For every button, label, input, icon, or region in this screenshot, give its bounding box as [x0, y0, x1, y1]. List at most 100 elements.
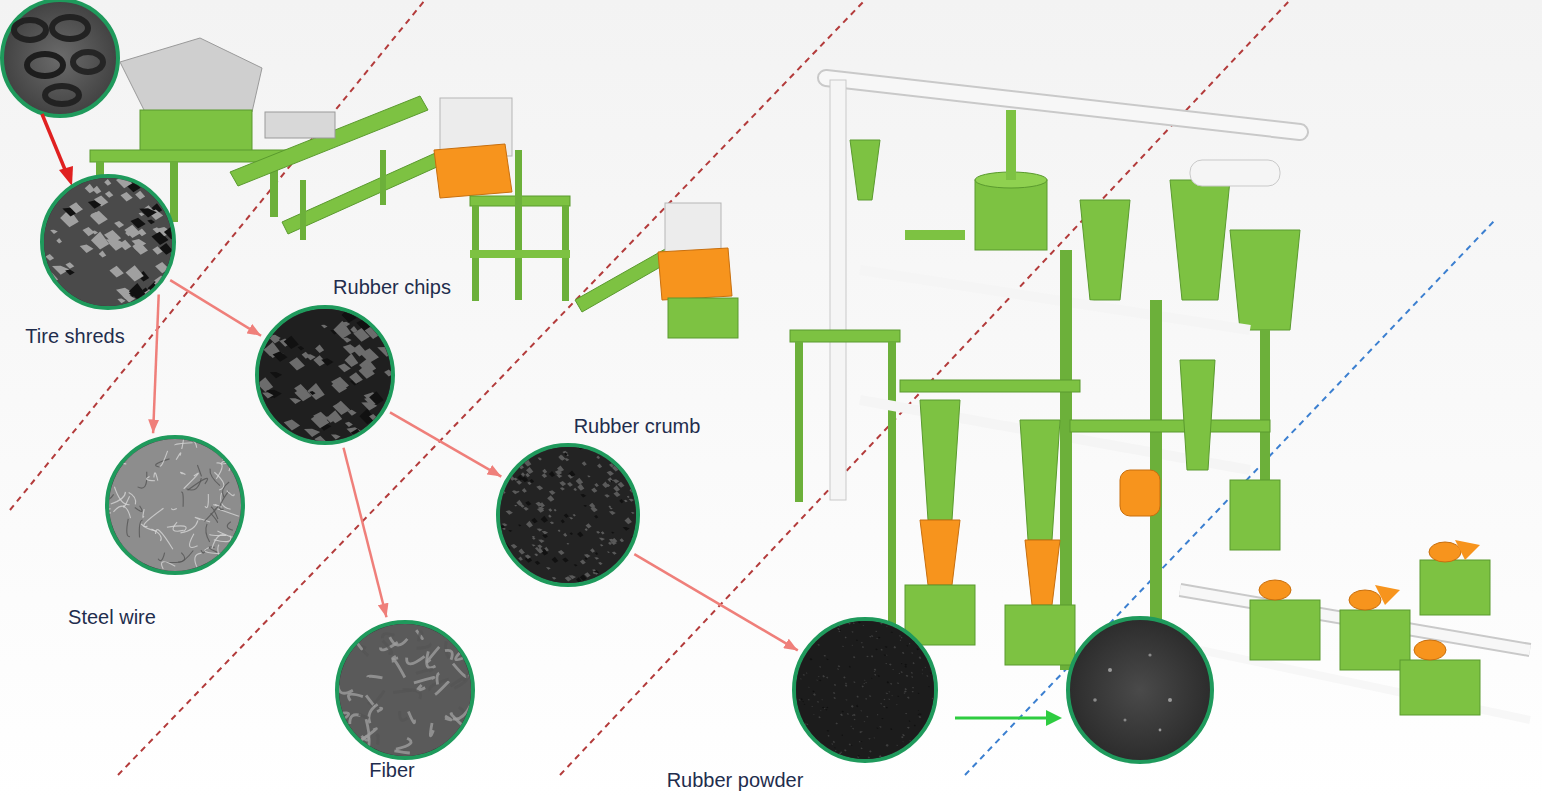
illustration-part: [812, 625, 814, 627]
illustration-part: [922, 634, 924, 636]
illustration-part: [548, 515, 552, 518]
illustration-part: [1120, 470, 1160, 516]
illustration-part: [896, 745, 898, 746]
illustration-part: [508, 530, 512, 532]
illustration-part: [797, 715, 799, 716]
illustration-part: [831, 743, 833, 745]
illustration-part: [907, 727, 910, 729]
illustration-part: [610, 480, 613, 482]
illustration-part: [381, 318, 389, 322]
illustration-part: [859, 741, 861, 743]
illustration-part: [875, 631, 877, 632]
illustration-part: [580, 560, 586, 565]
illustration-part: [816, 679, 818, 681]
illustration-part: [821, 699, 823, 700]
illustration-part: [859, 731, 861, 733]
illustration-part: [82, 227, 94, 236]
illustration-part: [629, 499, 634, 502]
illustration-part: [840, 714, 843, 717]
illustration-part: [591, 488, 597, 493]
illustration-part: [929, 652, 931, 654]
illustration-part: [289, 398, 301, 404]
illustration-part: [905, 756, 907, 757]
illustration-part: [167, 526, 186, 531]
illustration-part: [222, 455, 241, 464]
illustration-part: [154, 275, 168, 287]
illustration-part: [159, 178, 172, 189]
illustration-part: [65, 262, 74, 268]
illustration-part: [209, 559, 222, 565]
illustration-part: [2, 0, 118, 186]
illustration-part: [658, 248, 732, 300]
illustration-part: [333, 321, 351, 339]
illustration-part: [511, 544, 518, 549]
illustration-part: [353, 328, 369, 342]
illustration-part: [902, 741, 904, 743]
material-label: Fiber: [369, 758, 415, 782]
illustration-part: [1108, 668, 1112, 672]
illustration-part: [866, 716, 868, 718]
illustration-part: [1068, 618, 1212, 762]
illustration-part: [868, 756, 870, 758]
illustration-part: [825, 709, 827, 710]
illustration-part: [594, 557, 599, 560]
illustration-part: [891, 632, 893, 633]
illustration-part: [839, 630, 841, 631]
illustration-part: [259, 377, 273, 392]
illustration-part: [538, 540, 544, 544]
illustration-part: [345, 354, 359, 368]
illustration-part: [109, 442, 112, 456]
illustration-part: [514, 505, 517, 507]
illustration-part: [927, 649, 929, 650]
material-label: Tire shreds: [25, 324, 124, 348]
illustration-part: [903, 734, 905, 736]
illustration-part: [118, 0, 865, 775]
illustration-part: [587, 476, 591, 478]
illustration-part: [805, 755, 807, 757]
illustration-part: [151, 529, 161, 541]
illustration-part: [416, 669, 432, 673]
illustration-part: [597, 463, 602, 468]
illustration-part: [909, 633, 912, 635]
illustration-part: [625, 517, 632, 524]
tire-shreds-circle: Tire shreds: [40, 174, 176, 310]
illustration-part: [552, 557, 559, 563]
illustration-part: [905, 713, 907, 715]
illustration-part: [220, 491, 229, 510]
illustration-part: [88, 200, 101, 208]
illustration-part: [827, 735, 829, 737]
illustration-part: [1429, 542, 1461, 562]
illustration-part: [826, 78, 1300, 132]
illustration-part: [526, 521, 533, 528]
illustration-part: [828, 625, 831, 627]
illustration-part: [607, 477, 613, 482]
illustration-part: [228, 440, 234, 447]
illustration-part: [886, 707, 888, 709]
illustration-part: [798, 625, 800, 627]
illustration-part: [500, 525, 505, 528]
illustration-part: [839, 626, 841, 627]
illustration-part: [607, 471, 614, 476]
illustration-part: [350, 634, 361, 649]
illustration-part: [339, 624, 471, 756]
illustration-part: [120, 453, 127, 457]
illustration-part: [526, 467, 533, 474]
illustration-part: [920, 520, 960, 585]
illustration-part: [842, 646, 844, 647]
illustration-part: [161, 562, 175, 569]
illustration-part: [850, 140, 880, 200]
illustration-part: [144, 299, 152, 306]
illustration-part: [109, 484, 114, 499]
illustration-part: [558, 530, 561, 532]
illustration-part: [790, 330, 900, 342]
illustration-part: [573, 514, 576, 517]
illustration-part: [331, 379, 347, 393]
illustration-part: [180, 520, 197, 533]
illustration-part: [905, 585, 975, 645]
illustration-part: [564, 513, 569, 517]
illustration-part: [594, 483, 599, 487]
illustration-part: [1093, 698, 1097, 702]
illustration-part: [856, 705, 858, 707]
illustration-part: [342, 322, 350, 327]
